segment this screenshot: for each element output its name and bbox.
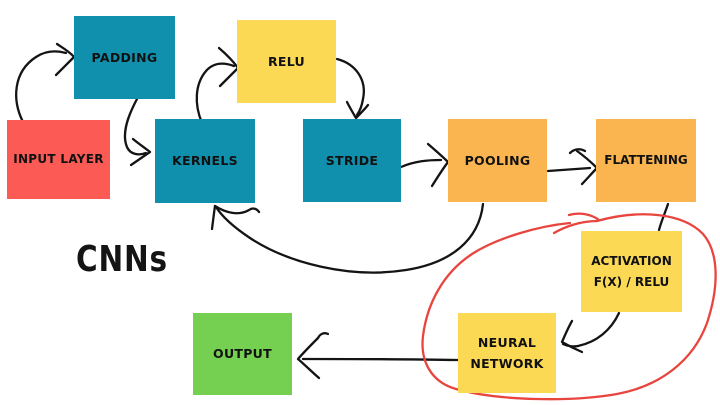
node-label: PADDING <box>91 49 158 65</box>
line-flattening-to-activation <box>657 202 670 232</box>
node-output: OUTPUT <box>193 313 292 395</box>
red-circle-annotation <box>421 212 717 401</box>
arrow-input-layer-to-padding <box>15 42 76 124</box>
node-flattening: FLATTENING <box>596 119 696 202</box>
node-padding: PADDING <box>74 16 175 99</box>
node-label: RELU <box>267 53 306 69</box>
arrow-neural-network-to-output <box>296 332 460 380</box>
node-activation: ACTIVATION F(X) / RELU <box>581 231 682 312</box>
arrow-pooling-to-flattening <box>546 148 599 186</box>
feedback-arrow-pooling-to-kernels <box>210 202 485 274</box>
arrow-relu-to-stride <box>335 57 370 120</box>
node-input-layer: INPUT LAYER <box>7 120 110 199</box>
node-pooling: POOLING <box>448 119 547 202</box>
node-label-line2: F(X) / RELU <box>593 274 670 289</box>
node-label: STRIDE <box>325 152 379 168</box>
node-relu: RELU <box>237 20 336 103</box>
node-kernels: KERNELS <box>155 119 255 203</box>
node-label: KERNELS <box>172 153 238 169</box>
node-stride: STRIDE <box>303 119 401 202</box>
arrow-padding-to-kernels <box>123 97 152 167</box>
node-label: ACTIVATION <box>591 254 672 269</box>
arrow-stride-to-pooling <box>399 142 450 188</box>
node-label-line2: NETWORK <box>470 356 544 371</box>
diagram-title: CNNs <box>76 239 168 280</box>
node-label: OUTPUT <box>213 346 272 362</box>
node-label: NEURAL <box>477 334 537 350</box>
node-neural-network: NEURAL NETWORK <box>458 313 556 393</box>
node-label: INPUT LAYER <box>13 152 104 167</box>
node-label: FLATTENING <box>604 153 688 168</box>
node-label: POOLING <box>464 152 531 168</box>
arrow-kernels-to-relu <box>195 46 240 125</box>
arrow-activation-to-neural-network <box>560 311 621 354</box>
